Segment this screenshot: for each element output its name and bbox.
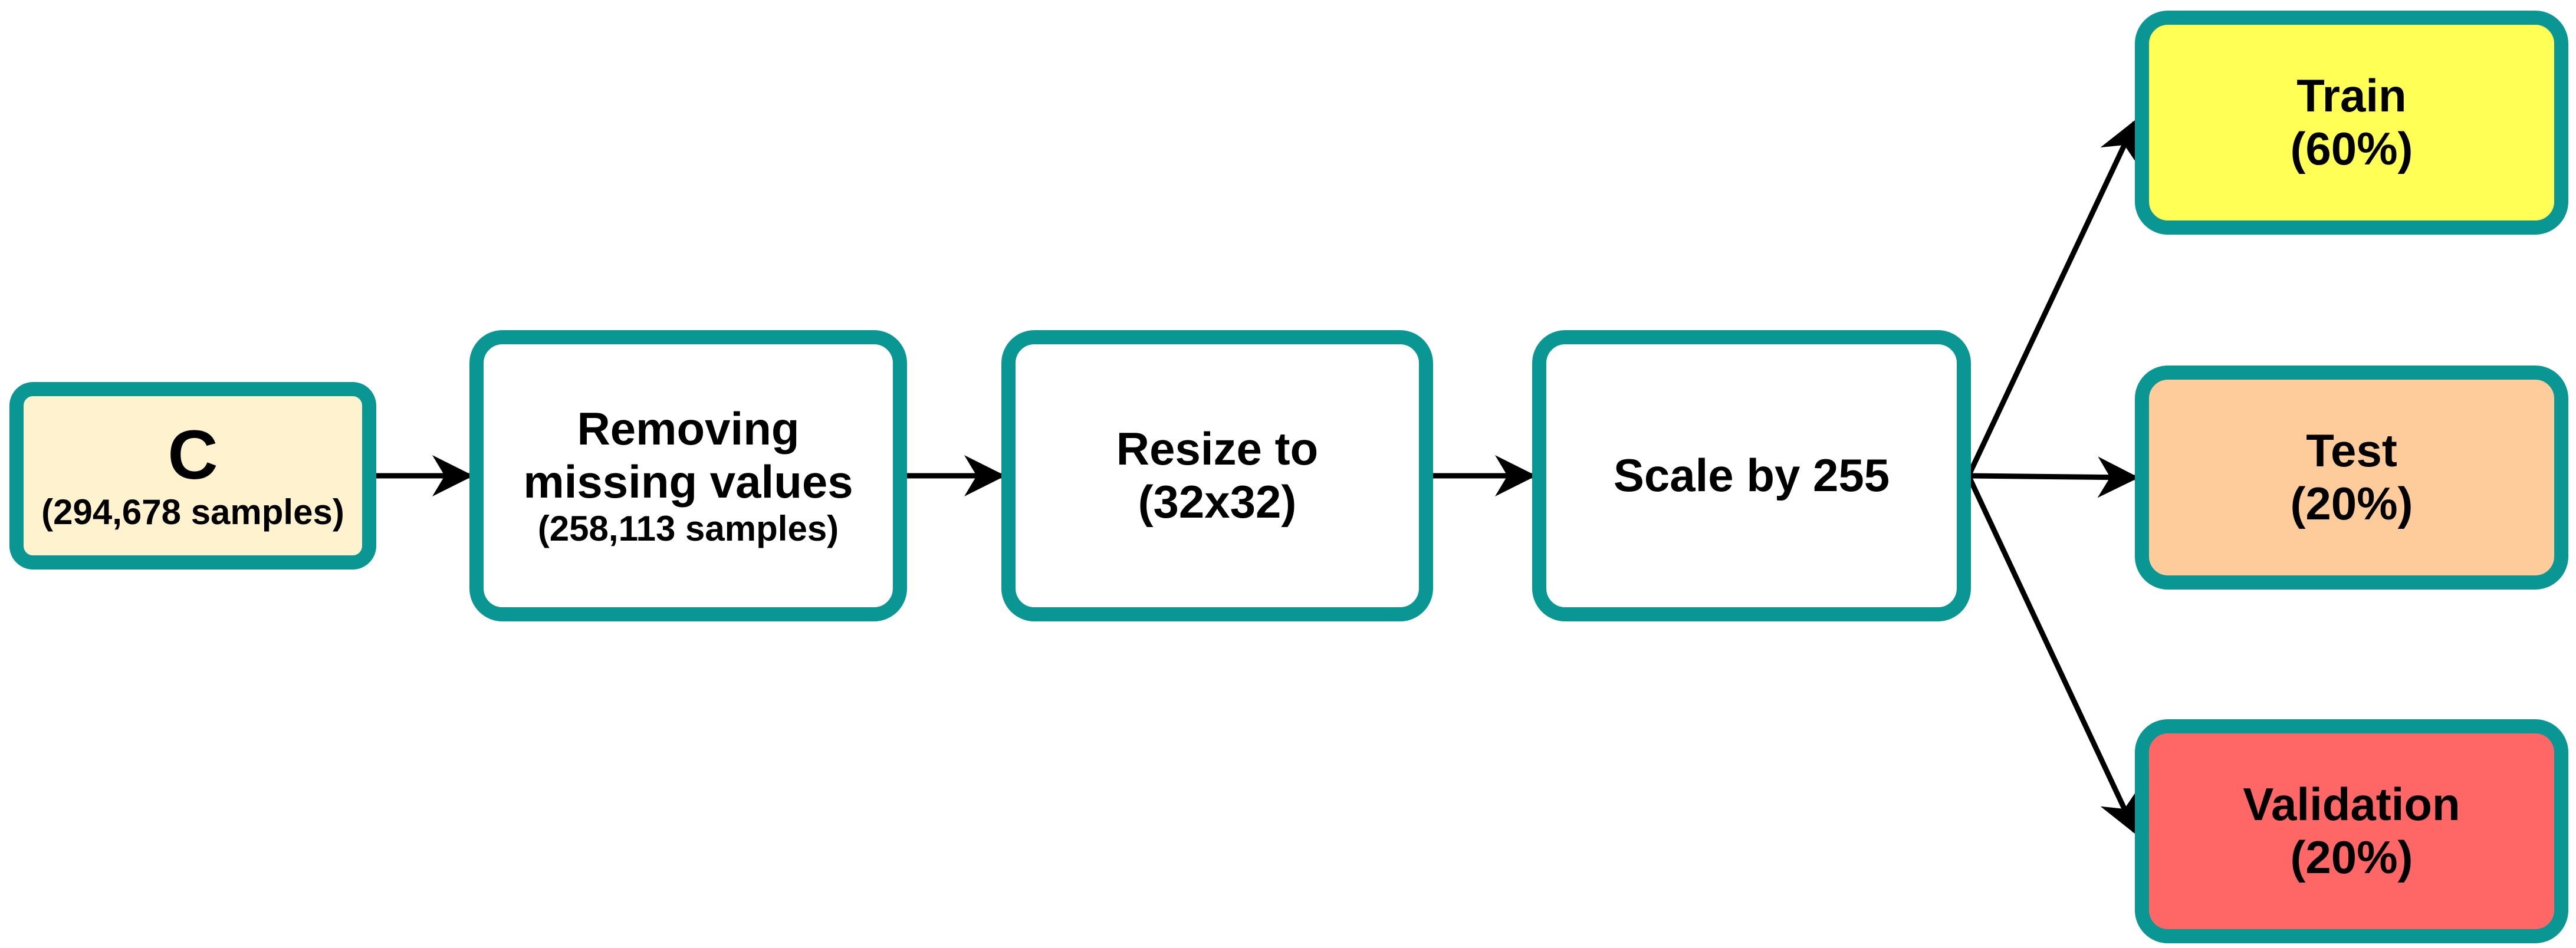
remove-missing-values-node: Removing missing values (258,113 samples… <box>469 330 907 621</box>
train-split-node: Train (60%) <box>2135 11 2568 235</box>
train-label: Train <box>2296 70 2407 122</box>
arrow-scale-to-test <box>1968 456 2139 498</box>
remove-line-1: Removing <box>577 402 800 455</box>
test-label: Test <box>2306 424 2397 477</box>
scale-node: Scale by 255 <box>1532 330 1971 621</box>
source-dataset-node: C (294,678 samples) <box>9 382 376 570</box>
test-split-node: Test (20%) <box>2135 366 2568 590</box>
validation-split-node: Validation (20%) <box>2135 719 2568 943</box>
remove-line-2: missing values <box>523 455 853 508</box>
resize-node: Resize to (32x32) <box>1001 330 1433 621</box>
source-sample-count: (294,678 samples) <box>41 492 344 532</box>
source-title: C <box>167 416 218 494</box>
arrow-scale-to-validation <box>1966 475 2138 835</box>
validation-percent: (20%) <box>2290 831 2413 883</box>
resize-line-2: (32x32) <box>1138 476 1297 528</box>
test-percent: (20%) <box>2290 478 2413 529</box>
arrow-scale-to-train <box>1966 119 2138 477</box>
scale-label: Scale by 255 <box>1613 449 1890 502</box>
validation-label: Validation <box>2243 778 2460 831</box>
train-percent: (60%) <box>2290 123 2413 175</box>
resize-line-1: Resize to <box>1116 423 1319 475</box>
remove-sample-count: (258,113 samples) <box>537 509 839 549</box>
